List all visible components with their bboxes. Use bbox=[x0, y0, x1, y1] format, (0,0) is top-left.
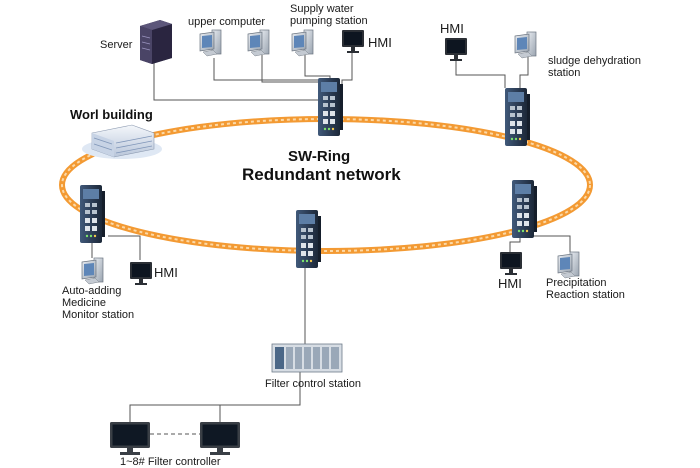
desktop-pc-icon bbox=[199, 29, 222, 57]
hmi-label-top: HMI bbox=[368, 35, 392, 50]
hmi-label-top-right: HMI bbox=[440, 21, 464, 36]
monitor-icon bbox=[445, 38, 467, 61]
sludge-label-line2: station bbox=[548, 67, 581, 79]
desktop-pc-icon bbox=[514, 31, 537, 59]
monitor-icon bbox=[500, 252, 522, 275]
precipitation-label-line1: Precipitation bbox=[546, 277, 607, 289]
monitor-icon bbox=[200, 422, 240, 455]
industrial-switch-icon bbox=[318, 78, 343, 136]
filter-control-station-label: Filter control station bbox=[265, 378, 361, 390]
desktop-pc-icon bbox=[81, 257, 104, 285]
desktop-pc-icon bbox=[291, 29, 314, 57]
filter-control-station-icon bbox=[271, 343, 343, 373]
auto-adding-label-line1: Auto-adding bbox=[62, 285, 122, 297]
sludge-label-line1: sludge dehydration bbox=[548, 55, 641, 67]
hmi-label-left: HMI bbox=[154, 265, 178, 280]
precipitation-label-line2: Reaction station bbox=[546, 289, 625, 301]
building-icon bbox=[82, 124, 162, 159]
monitor-icon bbox=[130, 262, 152, 285]
supply-water-label-line2: pumping station bbox=[290, 15, 368, 27]
filter-controller-label: 1~8# Filter controller bbox=[120, 456, 221, 468]
world-building-label: Worl building bbox=[70, 107, 153, 122]
ring-title-line2: Redundant network bbox=[242, 165, 401, 184]
supply-water-label-line1: Supply water bbox=[290, 3, 354, 15]
industrial-switch-icon bbox=[505, 88, 530, 146]
auto-adding-label-line2: Medicine bbox=[62, 297, 107, 309]
desktop-pc-icon bbox=[557, 251, 580, 279]
server-icon bbox=[140, 20, 172, 64]
desktop-pc-icon bbox=[247, 29, 270, 57]
server-label: Server bbox=[100, 39, 133, 51]
industrial-switch-icon bbox=[512, 180, 537, 238]
industrial-switch-icon bbox=[296, 210, 321, 268]
hmi-label-right: HMI bbox=[498, 276, 522, 291]
industrial-switch-icon bbox=[80, 185, 105, 243]
ring-title-line1: SW-Ring bbox=[288, 148, 351, 165]
monitor-icon bbox=[342, 30, 364, 53]
monitor-icon bbox=[110, 422, 150, 455]
upper-computer-label: upper computer bbox=[188, 16, 266, 28]
auto-adding-label-line3: Monitor station bbox=[62, 309, 135, 321]
